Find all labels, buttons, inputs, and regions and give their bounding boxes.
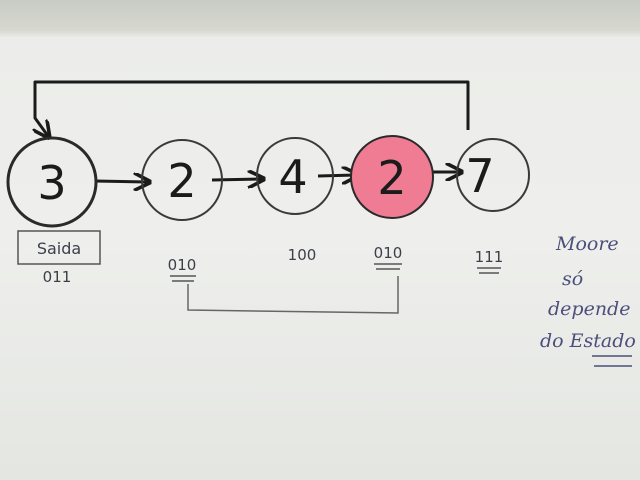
state-label-5: 7: [465, 149, 494, 203]
state-node-2: 2: [141, 139, 223, 221]
output-code-1: 011: [43, 268, 72, 286]
state-node-1: 3: [6, 136, 98, 228]
transition-arrow-3: [317, 175, 356, 176]
note-line-3: depende: [548, 298, 630, 320]
state-node-3: 4: [256, 137, 334, 215]
output-code-2: 010: [168, 256, 197, 274]
matching-output-bracket: [187, 276, 399, 314]
transition-arrow-2: [211, 179, 262, 180]
note-line-4: do Estado: [540, 330, 636, 352]
transition-arrow-1: [94, 181, 148, 182]
output-code-3: 100: [288, 246, 317, 264]
output-caption-box: [17, 230, 101, 265]
moore-note: Moore só depende do Estado: [540, 233, 636, 367]
state-label-3: 4: [278, 150, 307, 204]
state-node-5: 7: [456, 138, 530, 212]
output-underlines: [170, 263, 501, 282]
state-label-1: 3: [37, 156, 66, 210]
output-caption: Saida: [37, 239, 81, 258]
state-node-4: 2: [350, 135, 434, 219]
feedback-arrow: [35, 80, 470, 136]
note-line-1: Moore: [555, 233, 619, 255]
output-code-4: 010: [374, 244, 403, 262]
state-label-2: 2: [167, 154, 196, 208]
note-line-2: só: [562, 268, 583, 290]
output-code-5: 111: [475, 248, 504, 266]
state-label-4: 2: [377, 151, 406, 205]
